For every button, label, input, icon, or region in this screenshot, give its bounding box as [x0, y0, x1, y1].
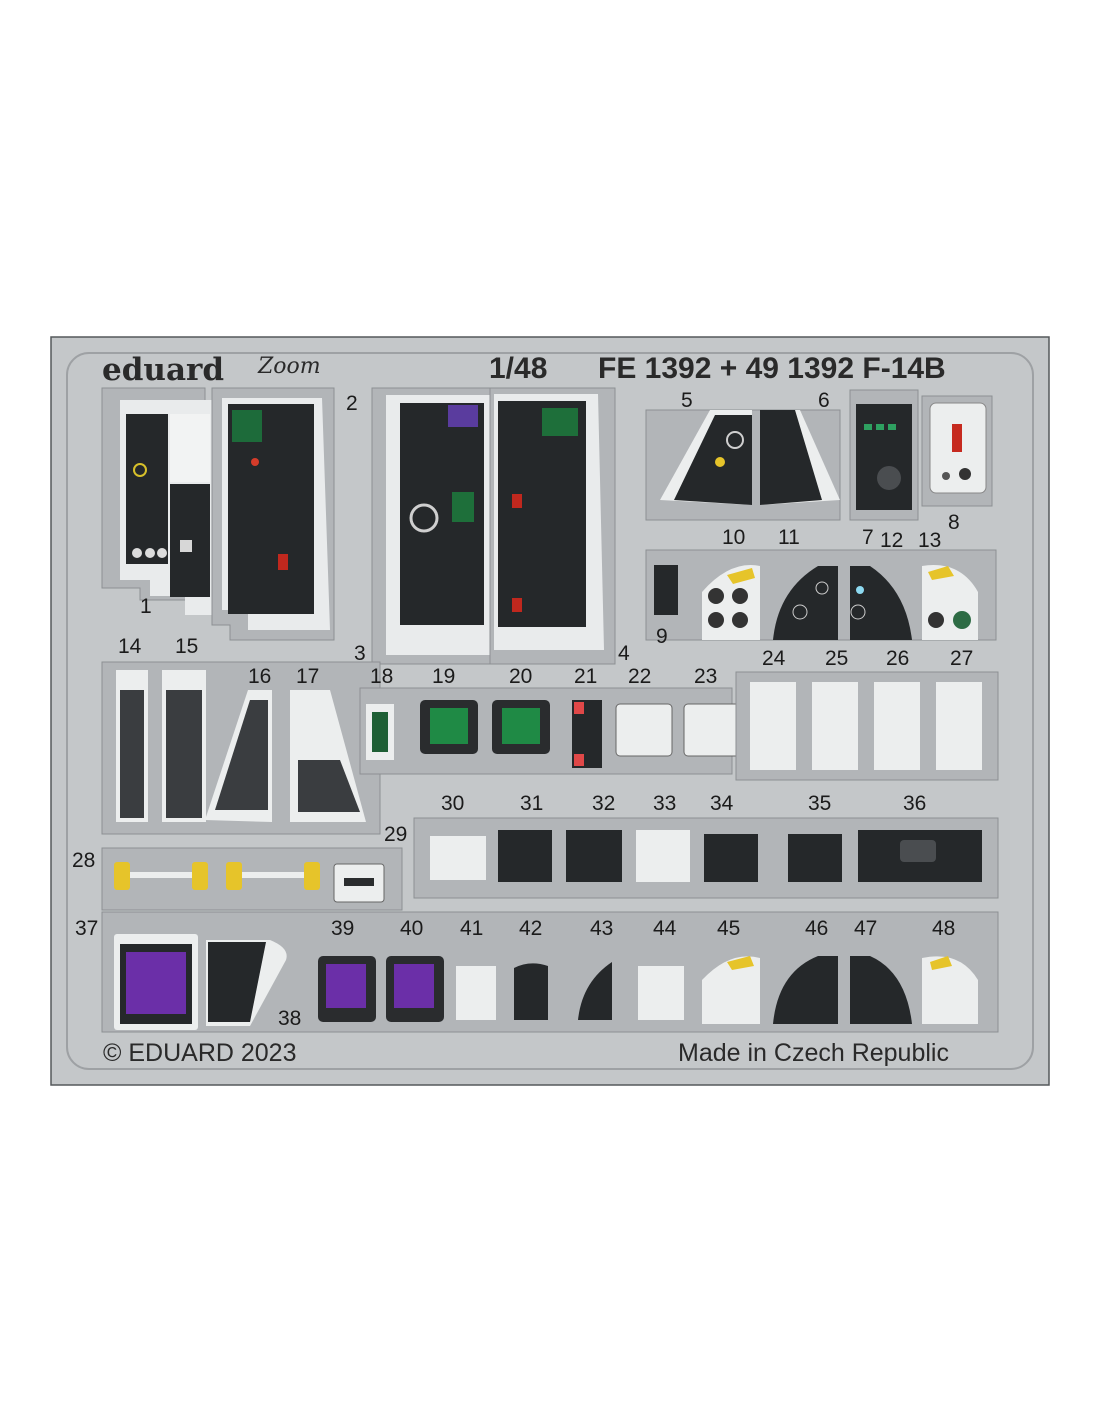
part-number-14: 14: [118, 635, 142, 658]
part-number-47: 47: [854, 917, 878, 940]
part-number-34: 34: [710, 792, 734, 815]
copyright-text: © EDUARD 2023: [103, 1039, 297, 1067]
part-number-43: 43: [590, 917, 614, 940]
part-number-23: 23: [694, 665, 718, 688]
part-number-10: 10: [722, 526, 746, 549]
part-number-42: 42: [519, 917, 543, 940]
part-number-3: 3: [354, 642, 366, 665]
part-1: [101, 387, 213, 615]
part-number-9: 9: [656, 625, 668, 648]
origin-text: Made in Czech Republic: [678, 1039, 949, 1067]
part-number-24: 24: [762, 647, 786, 670]
part-number-13: 13: [918, 529, 942, 552]
scale-label: 1/48: [489, 352, 548, 385]
zoom-logo: Zoom: [258, 354, 321, 379]
part-number-22: 22: [628, 665, 652, 688]
part-number-40: 40: [400, 917, 424, 940]
part-number-11: 11: [778, 526, 800, 549]
part-8: [921, 395, 993, 507]
part-4: [489, 387, 616, 665]
part-number-25: 25: [825, 647, 849, 670]
part-number-19: 19: [432, 665, 456, 688]
part-number-26: 26: [886, 647, 910, 670]
part-24-27: [735, 671, 999, 781]
part-number-39: 39: [331, 917, 355, 940]
part-number-6: 6: [818, 389, 830, 412]
part-number-36: 36: [903, 792, 927, 815]
part-37-48: [101, 911, 999, 1033]
part-3: [371, 387, 491, 665]
part-number-15: 15: [175, 635, 199, 658]
part-number-30: 30: [441, 792, 465, 815]
part-number-7: 7: [862, 526, 874, 549]
part-number-18: 18: [370, 665, 394, 688]
part-number-1: 1: [140, 595, 152, 618]
part-7: [849, 389, 919, 521]
part-number-37: 37: [75, 917, 99, 940]
part-number-32: 32: [592, 792, 616, 815]
part-5-6: [645, 409, 841, 521]
part-number-38: 38: [278, 1007, 302, 1030]
set-code-label: FE 1392 + 49 1392 F-14B: [598, 352, 946, 385]
part-30-36: [413, 817, 999, 899]
part-number-5: 5: [681, 389, 693, 412]
part-number-33: 33: [653, 792, 677, 815]
part-number-21: 21: [574, 665, 598, 688]
part-number-20: 20: [509, 665, 533, 688]
part-number-48: 48: [932, 917, 956, 940]
part-number-35: 35: [808, 792, 832, 815]
part-18-23: [359, 687, 741, 775]
part-number-31: 31: [520, 792, 544, 815]
part-number-27: 27: [950, 647, 974, 670]
part-number-16: 16: [248, 665, 272, 688]
brand-logo-text: eduard: [102, 352, 225, 388]
part-number-44: 44: [653, 917, 677, 940]
part-number-41: 41: [460, 917, 484, 940]
part-number-17: 17: [296, 665, 320, 688]
part-number-29: 29: [384, 823, 408, 846]
part-number-2: 2: [346, 392, 358, 415]
part-number-46: 46: [805, 917, 829, 940]
part-28-29: [101, 847, 403, 911]
part-number-8: 8: [948, 511, 960, 534]
part-2: [211, 387, 335, 641]
part-14-17: [101, 661, 381, 835]
part-number-4: 4: [618, 642, 630, 665]
part-number-12: 12: [880, 529, 904, 552]
part-9-13: [645, 549, 997, 641]
part-number-45: 45: [717, 917, 741, 940]
part-number-28: 28: [72, 849, 96, 872]
